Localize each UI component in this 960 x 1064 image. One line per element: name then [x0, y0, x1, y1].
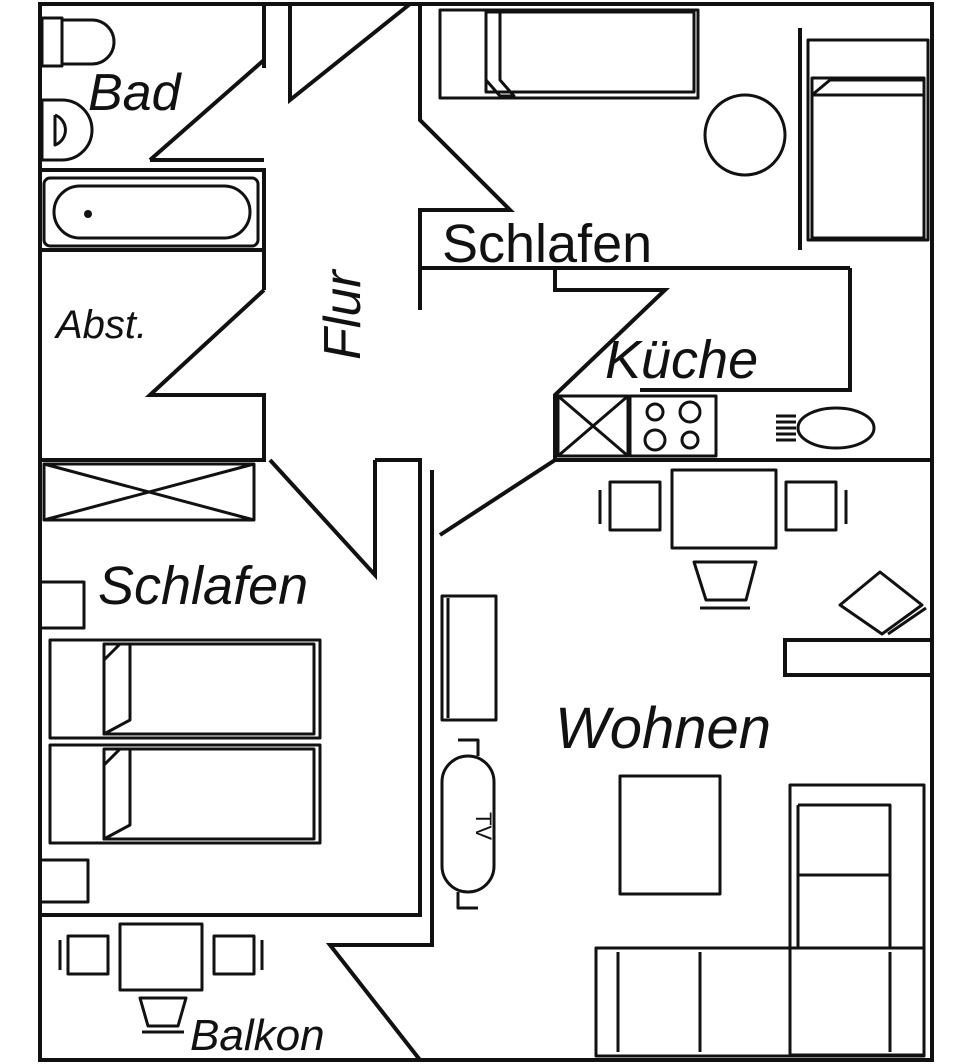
round-table	[703, 93, 787, 177]
interior-walls	[40, 2, 934, 1062]
room-label-abstellraum: Abst.	[54, 303, 147, 347]
tv-unit: TV	[440, 738, 496, 910]
kitchen-sink	[776, 406, 876, 450]
bathtub	[42, 176, 260, 248]
room-label-schlafen-bottom: Schlafen	[98, 556, 308, 616]
living-furniture	[594, 774, 926, 1058]
room-label-flur: Flur	[314, 268, 372, 360]
bed	[48, 638, 322, 740]
dining-table	[598, 468, 848, 610]
bedroom-top-furniture	[438, 8, 930, 242]
bed	[438, 8, 700, 100]
room-label-kueche: Küche	[605, 330, 758, 390]
bathroom-fixtures	[40, 16, 260, 248]
wardrobe	[440, 594, 498, 722]
kitchen-cabinet	[556, 394, 630, 458]
toilet	[60, 18, 116, 66]
stove	[628, 394, 718, 458]
room-label-bad: Bad	[88, 64, 183, 122]
kitchen-fixtures	[556, 394, 876, 458]
storage-cabinet	[42, 462, 256, 522]
corner-sofa	[594, 783, 926, 1058]
balcony-table	[58, 922, 264, 1034]
room-labels: Bad Abst. Flur Schlafen Küche Schlafen W…	[54, 64, 771, 1060]
bedroom-bottom-furniture	[38, 580, 322, 904]
bed	[806, 38, 930, 242]
room-label-schlafen-top: Schlafen	[442, 214, 652, 274]
bed	[48, 743, 322, 845]
sink	[40, 98, 94, 162]
room-label-balkon: Balkon	[190, 1011, 325, 1060]
outer-walls	[38, 2, 934, 1062]
tv-label: TV	[471, 812, 496, 840]
coffee-table	[618, 774, 722, 896]
room-label-wohnen: Wohnen	[555, 696, 771, 761]
side-table	[838, 570, 927, 636]
